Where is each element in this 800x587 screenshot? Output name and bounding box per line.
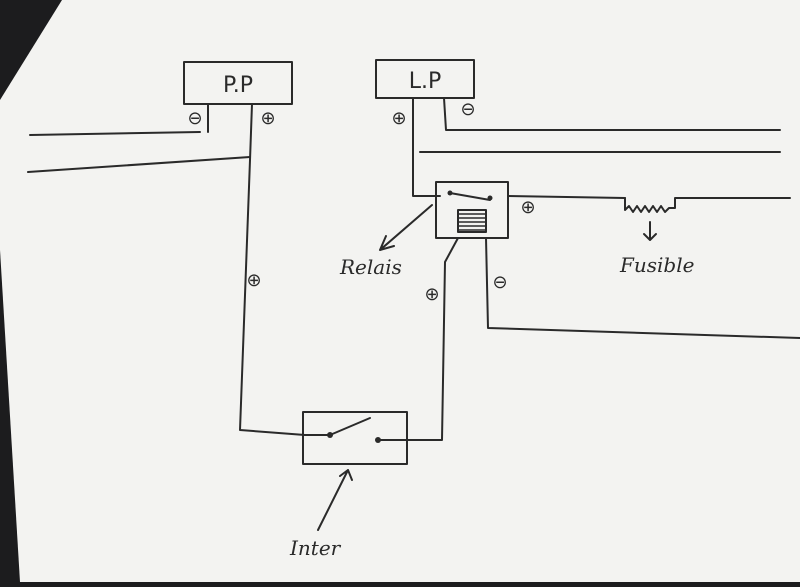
relay-contact	[449, 192, 491, 201]
relay-box	[435, 181, 509, 239]
pp-minus-sign: ⊖	[187, 108, 202, 129]
switch-lever	[329, 417, 371, 436]
coil-plus-wire	[404, 237, 459, 441]
relay-out-plus-sign: ⊕	[520, 197, 535, 218]
switch-box	[302, 411, 408, 465]
switch-contact-right	[375, 437, 381, 443]
relay-contact-dot-right	[487, 195, 493, 201]
relay-contact-dot-left	[447, 190, 453, 196]
coil-plus-sign: ⊕	[424, 284, 439, 305]
pp-plus-wire	[239, 103, 306, 436]
switch-contact-left	[327, 432, 333, 438]
wire-left-plus-sign: ⊕	[246, 270, 261, 291]
lp-minus-wire	[443, 97, 781, 131]
coil-minus-wire	[485, 237, 800, 339]
relay-arrow	[379, 204, 433, 251]
lp-box	[375, 59, 475, 99]
fuse-arrow	[643, 221, 657, 241]
lp-box-label: L.P	[409, 69, 442, 94]
pp-plus-sign: ⊕	[260, 108, 275, 129]
lp-plus-sign: ⊕	[391, 108, 406, 129]
switch-arrow	[317, 469, 353, 531]
fuse-symbol	[624, 197, 791, 213]
coil-minus-sign: ⊖	[492, 272, 507, 293]
relay-label: Relais	[339, 255, 402, 279]
lp-minus-sign: ⊖	[460, 99, 475, 120]
pp-box	[183, 61, 293, 105]
fuse-label: Fusible	[619, 253, 694, 277]
relay-output-wire	[507, 195, 626, 199]
switch-label: Inter	[289, 536, 342, 560]
relay-coil	[457, 209, 487, 233]
lp-plus-wire	[412, 97, 441, 197]
pp-box-label: P.P	[223, 73, 253, 98]
left-bottom-wire	[27, 156, 251, 173]
left-top-wire	[29, 131, 201, 136]
